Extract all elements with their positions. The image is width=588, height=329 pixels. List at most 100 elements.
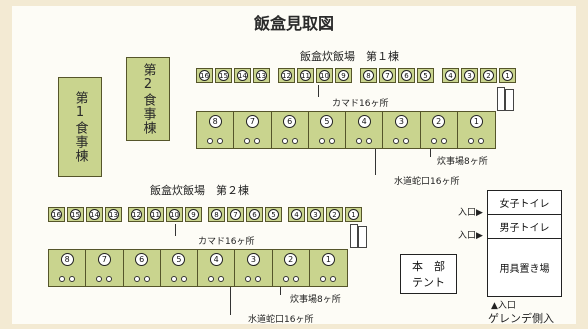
- kamado: 6: [246, 207, 263, 222]
- faucet: [330, 276, 337, 282]
- stove-number: 6: [283, 115, 297, 128]
- kamado-number: 11: [300, 70, 311, 81]
- stove-number: 7: [97, 253, 111, 266]
- faucet: [217, 138, 224, 144]
- gelande-entrance-label: ゲレンデ側入: [488, 312, 554, 325]
- stove: 3: [235, 250, 273, 286]
- pointer-line: [318, 85, 319, 97]
- faucets: [207, 138, 224, 144]
- men-toilet-label: 男子トイレ: [499, 223, 550, 234]
- stove-number: 7: [245, 115, 259, 128]
- stove: 4: [198, 250, 236, 286]
- kamado-number: 14: [237, 70, 248, 81]
- kamado: 15: [215, 68, 232, 83]
- kamado: 14: [234, 68, 251, 83]
- kamado-number: 12: [131, 209, 142, 220]
- faucets: [59, 276, 76, 282]
- entrance-label: ▲入口: [491, 301, 516, 311]
- kamado-number: 2: [483, 70, 494, 81]
- restroom-building: 女子トイレ 男子トイレ 用具置き場: [487, 190, 562, 297]
- faucet: [244, 138, 251, 144]
- faucet: [208, 276, 215, 282]
- stove-number: 3: [246, 253, 260, 266]
- faucets: [430, 138, 447, 144]
- kamado: 4: [442, 68, 459, 83]
- kamado-number: 8: [363, 70, 374, 81]
- faucets: [281, 138, 298, 144]
- entrance-label: 入口▶: [458, 231, 483, 241]
- kamado: 12: [278, 68, 295, 83]
- stove-number: 4: [357, 115, 371, 128]
- area1-title: 飯盒炊飯場 第１棟: [300, 50, 399, 63]
- kamado-number: 12: [281, 70, 292, 81]
- stove-number: 1: [469, 115, 483, 128]
- stove: 3: [383, 112, 421, 148]
- faucet: [59, 276, 66, 282]
- steps: [497, 87, 505, 111]
- kamado: 9: [185, 207, 202, 222]
- kamado: 14: [86, 207, 103, 222]
- area1-stove-label: 炊事場8ヶ所: [437, 157, 488, 167]
- faucets: [133, 276, 150, 282]
- pointer-line: [280, 287, 281, 295]
- pointer-line: [430, 149, 431, 157]
- kamado-number: 7: [230, 209, 241, 220]
- kamado: 7: [227, 207, 244, 222]
- stove: 1: [310, 250, 347, 286]
- faucet: [320, 276, 327, 282]
- stove-number: 2: [432, 115, 446, 128]
- stove: 8: [49, 250, 87, 286]
- kamado: 15: [67, 207, 84, 222]
- stove: 4: [346, 112, 384, 148]
- stove-number: 8: [208, 115, 222, 128]
- faucet: [356, 138, 363, 144]
- faucets: [245, 276, 262, 282]
- area2-stove-label: 炊事場8ヶ所: [290, 295, 341, 305]
- stove: 5: [309, 112, 346, 148]
- kamado: 16: [48, 207, 65, 222]
- kamado-number: 16: [199, 70, 210, 81]
- kamado-number: 4: [291, 209, 302, 220]
- dining-hall-2: 第2食事棟: [126, 57, 170, 141]
- faucet: [255, 276, 262, 282]
- stove-number: 4: [209, 253, 223, 266]
- kamado-group: 12 11 10 9: [278, 68, 352, 83]
- kamado-number: 13: [256, 70, 267, 81]
- stove-number: 6: [135, 253, 149, 266]
- kamado: 10: [316, 68, 333, 83]
- women-toilet: 女子トイレ: [487, 190, 562, 215]
- hq-tent-label-1: 本 部: [412, 260, 445, 273]
- kamado-number: 5: [420, 70, 431, 81]
- stove: 5: [161, 250, 198, 286]
- stove-number: 3: [394, 115, 408, 128]
- faucets: [320, 276, 337, 282]
- faucet: [292, 276, 299, 282]
- kamado-number: 5: [268, 209, 279, 220]
- faucet: [430, 138, 437, 144]
- faucets: [393, 138, 410, 144]
- kamado: 8: [360, 68, 377, 83]
- faucet: [291, 138, 298, 144]
- kamado-number: 3: [464, 70, 475, 81]
- stove-number: 5: [172, 253, 186, 266]
- stove: 2: [273, 250, 310, 286]
- kamado-number: 9: [338, 70, 349, 81]
- faucet: [106, 276, 113, 282]
- faucets: [282, 276, 299, 282]
- faucet: [318, 138, 325, 144]
- kamado: 1: [499, 68, 516, 83]
- faucet: [440, 138, 447, 144]
- kamado: 12: [128, 207, 145, 222]
- steps: [350, 224, 358, 248]
- steps: [505, 89, 514, 111]
- kamado-number: 1: [348, 209, 359, 220]
- kamado: 10: [166, 207, 183, 222]
- faucet: [69, 276, 76, 282]
- hq-tent: 本 部 テント: [400, 254, 457, 294]
- kamado: 2: [326, 207, 343, 222]
